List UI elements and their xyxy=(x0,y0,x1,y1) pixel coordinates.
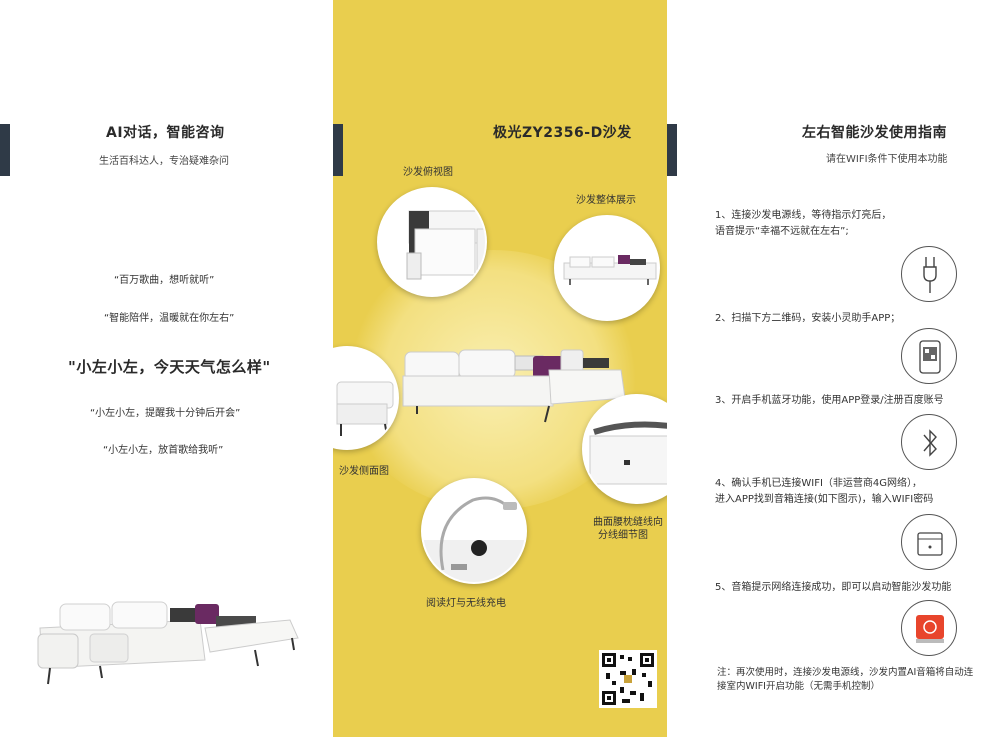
right-subtitle: 请在WIFI条件下使用本功能 xyxy=(826,154,948,165)
step-1-line2: 语音提示“幸福不远就在左右”; xyxy=(715,226,849,237)
left-subtitle: 生活百科达人，专治疑难杂问 xyxy=(99,156,229,167)
label-curve-line1: 曲面腰枕缝线向 xyxy=(593,517,663,528)
step-3: 3、开启手机蓝牙功能，使用APP登录/注册百度账号 xyxy=(715,393,944,409)
step-4: 4、确认手机已连接WIFI（非运营商4G网络）， 进入APP找到音箱连接(如下图… xyxy=(715,476,933,508)
curve-detail-photo xyxy=(582,394,667,504)
step-1: 1、连接沙发电源线，等待指示灯亮后， 语音提示“幸福不远就在左右”; xyxy=(715,208,891,240)
right-title: 左右智能沙发使用指南 xyxy=(802,125,947,141)
label-side-view: 沙发侧面图 xyxy=(339,466,389,477)
label-top-view: 沙发俯视图 xyxy=(403,167,453,178)
quote-company: “智能陪伴，温暖就在你左右” xyxy=(104,313,235,324)
quote-play-song: “小左小左，放首歌给我听” xyxy=(103,445,224,456)
step-5-line1: 5、音箱提示网络连接成功，即可以启动智能沙发功能 xyxy=(715,582,952,593)
label-overall: 沙发整体展示 xyxy=(576,195,636,206)
step-4-line2: 进入APP找到音箱连接(如下图示)，输入WIFI密码 xyxy=(715,494,934,505)
reading-light-photo xyxy=(421,478,527,584)
accent-bar xyxy=(667,124,677,176)
speaker-icon xyxy=(901,514,957,570)
middle-title: 极光ZY2356-D沙发 xyxy=(493,125,632,141)
accent-bar xyxy=(0,124,10,176)
app-icon xyxy=(901,600,957,656)
power-plug-icon xyxy=(901,246,957,302)
top-view-photo xyxy=(377,187,487,297)
step-1-line1: 1、连接沙发电源线，等待指示灯亮后， xyxy=(715,210,892,221)
step-5: 5、音箱提示网络连接成功，即可以启动智能沙发功能 xyxy=(715,580,951,596)
step-2: 2、扫描下方二维码，安装小灵助手APP； xyxy=(715,311,900,327)
accent-bar xyxy=(333,124,343,176)
quote-songs: “百万歌曲，想听就听” xyxy=(114,275,215,286)
middle-panel: 极光ZY2356-D沙发 沙发俯视图 沙发整体展示 xyxy=(333,0,667,737)
usage-note: 注：再次使用时，连接沙发电源线，沙发内置AI音箱将自动连接室内WIFI开启功能（… xyxy=(717,667,974,692)
sofa-image-left xyxy=(30,590,305,690)
overall-photo xyxy=(554,215,660,321)
main-sofa-image xyxy=(399,340,629,430)
qr-scan-icon xyxy=(901,328,957,384)
step-2-line1: 2、扫描下方二维码，安装小灵助手APP； xyxy=(715,313,901,324)
bluetooth-icon xyxy=(901,414,957,470)
quote-reminder: “小左小左，提醒我十分钟后开会” xyxy=(90,408,241,419)
label-reading-light: 阅读灯与无线充电 xyxy=(426,598,506,609)
right-panel: 左右智能沙发使用指南 请在WIFI条件下使用本功能 1、连接沙发电源线，等待指示… xyxy=(667,0,1000,737)
qr-code-image xyxy=(599,650,657,708)
left-title: AI对话，智能咨询 xyxy=(106,125,225,141)
left-panel: AI对话，智能咨询 生活百科达人，专治疑难杂问 “百万歌曲，想听就听” “智能陪… xyxy=(0,0,333,737)
label-curve-line2: 分线细节图 xyxy=(598,530,648,541)
step-3-line1: 3、开启手机蓝牙功能，使用APP登录/注册百度账号 xyxy=(715,395,944,406)
big-quote-weather: "小左小左，今天天气怎么样" xyxy=(68,358,271,376)
step-4-line1: 4、确认手机已连接WIFI（非运营商4G网络）， xyxy=(715,478,923,489)
